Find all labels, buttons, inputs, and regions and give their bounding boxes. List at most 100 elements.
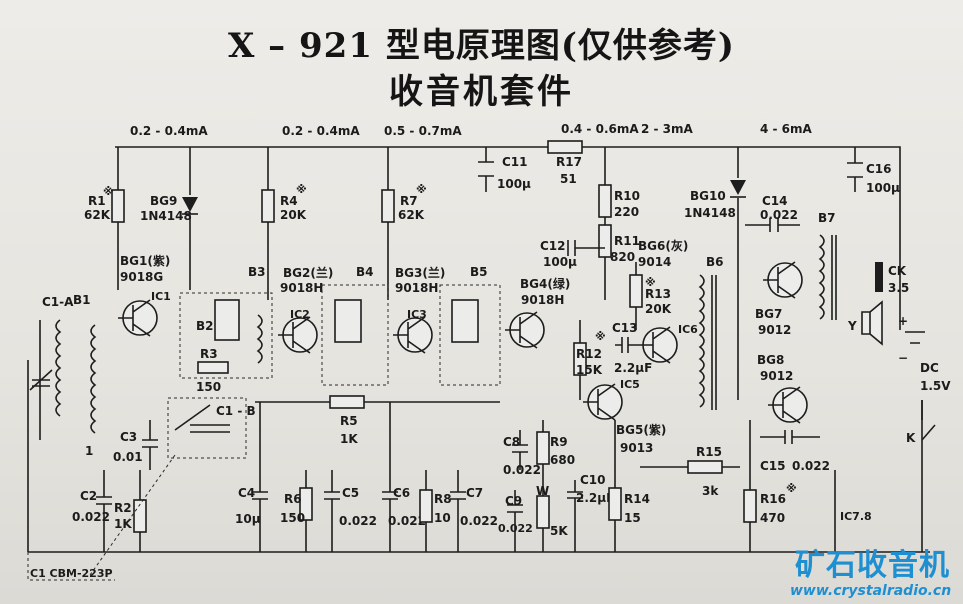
resistor-r4 bbox=[261, 189, 275, 223]
cbm-label: C1 CBM-223P bbox=[30, 567, 113, 580]
r11-label: R11 bbox=[614, 234, 640, 248]
y-label: Y bbox=[847, 319, 857, 333]
bg8-label: BG8 bbox=[757, 353, 784, 367]
r2-label: R2 bbox=[114, 501, 132, 515]
r4-mark: ※ bbox=[296, 183, 307, 196]
bg4-value: 9018H bbox=[521, 293, 564, 307]
c10-label: C10 bbox=[580, 473, 606, 487]
r12-mark: ※ bbox=[595, 330, 606, 343]
ic6-label: IC6 bbox=[678, 323, 698, 336]
r2-value: 1K bbox=[114, 517, 132, 531]
c15-value: 0.022 bbox=[792, 459, 830, 473]
current-label-5: 2 - 3mA bbox=[641, 122, 694, 136]
top-rail bbox=[115, 146, 901, 330]
c9-label: C9 bbox=[505, 494, 522, 508]
tuning-cap-c1b bbox=[167, 397, 247, 459]
c13-value: 2.2μF bbox=[614, 361, 652, 375]
ck-label: CK bbox=[888, 264, 907, 278]
c14-label: C14 bbox=[762, 194, 788, 208]
diagram-subtitle: 收音机套件 bbox=[389, 72, 574, 112]
c1a-label: C1-A bbox=[42, 295, 74, 309]
bg10-value: 1N4148 bbox=[684, 206, 736, 220]
bg5-label: BG5(紫) bbox=[616, 422, 666, 437]
watermark-logo: 矿石收音机 bbox=[795, 548, 950, 583]
ck-value: 3.5 bbox=[888, 281, 909, 295]
bg7-value: 9012 bbox=[758, 323, 791, 337]
resistor-r10 bbox=[598, 184, 612, 218]
b6-label: B6 bbox=[706, 255, 724, 269]
c2-value: 0.022 bbox=[72, 510, 110, 524]
current-label-2: 0.2 - 0.4mA bbox=[282, 124, 360, 138]
bg1-value: 9018G bbox=[120, 270, 163, 284]
r12-value: 15K bbox=[576, 363, 603, 377]
r9-value: 680 bbox=[550, 453, 575, 467]
c2-label: C2 bbox=[80, 489, 97, 503]
bg9-value: 1N4148 bbox=[140, 209, 192, 223]
r16-value: 470 bbox=[760, 511, 785, 525]
c4-value: 10μ bbox=[235, 512, 261, 526]
b2-label: B2 bbox=[196, 319, 214, 333]
r1-mark: ※ bbox=[103, 185, 114, 198]
resistor-r7 bbox=[381, 189, 395, 223]
r15-label: R15 bbox=[696, 445, 722, 459]
r8-label: R8 bbox=[434, 492, 452, 506]
c8-label: C8 bbox=[503, 435, 520, 449]
resistor-r11 bbox=[598, 224, 612, 258]
ic7-label: IC7.8 bbox=[840, 510, 872, 523]
dc-label: DC bbox=[920, 361, 939, 375]
battery-plus: + bbox=[898, 314, 908, 328]
resistor-r8 bbox=[419, 489, 433, 523]
current-label-3: 0.5 - 0.7mA bbox=[384, 124, 462, 138]
bg9-label: BG9 bbox=[150, 194, 177, 208]
r17-value: 51 bbox=[560, 172, 577, 186]
c11-value: 100μ bbox=[497, 177, 531, 191]
b3-label: B3 bbox=[248, 265, 266, 279]
potentiometer-w bbox=[536, 495, 550, 529]
diagram-title: X – 921 型电原理图(仅供参考) bbox=[227, 26, 736, 66]
r12-label: R12 bbox=[576, 347, 602, 361]
resistor-r13 bbox=[629, 274, 643, 308]
r10-value: 220 bbox=[614, 205, 639, 219]
speaker-y bbox=[861, 300, 883, 346]
if-transformer-b4 bbox=[334, 299, 362, 343]
resistor-r12 bbox=[573, 342, 587, 376]
r1-label: R1 bbox=[88, 194, 106, 208]
r14-label: R14 bbox=[624, 492, 650, 506]
w-label: W bbox=[536, 484, 549, 498]
r7-mark: ※ bbox=[416, 183, 427, 196]
r8-value: 10 bbox=[434, 511, 451, 525]
resistor-r16 bbox=[743, 489, 757, 523]
r11-value: 820 bbox=[610, 250, 635, 264]
r13-label: R13 bbox=[645, 287, 671, 301]
bg2-label: BG2(兰) bbox=[283, 265, 333, 280]
bg7-label: BG7 bbox=[755, 307, 782, 321]
current-label-4: 0.4 - 0.6mA bbox=[561, 122, 639, 136]
r3-label: R3 bbox=[200, 347, 218, 361]
r13-value: 20K bbox=[645, 302, 672, 316]
r16-label: R16 bbox=[760, 492, 786, 506]
watermark-url[interactable]: www.crystalradio.cn bbox=[790, 583, 952, 599]
r6-value: 150 bbox=[280, 511, 305, 525]
c8-value: 0.022 bbox=[503, 463, 541, 477]
r17-label: R17 bbox=[556, 155, 582, 169]
c7-value: 0.022 bbox=[460, 514, 498, 528]
resistor-r6 bbox=[299, 487, 313, 521]
r1-value: 62K bbox=[84, 208, 111, 222]
c16-value: 100μ bbox=[866, 181, 900, 195]
bg2-value: 9018H bbox=[280, 281, 323, 295]
r3-value: 150 bbox=[196, 380, 221, 394]
r4-value: 20K bbox=[280, 208, 307, 222]
c7-label: C7 bbox=[466, 486, 483, 500]
bg8-value: 9012 bbox=[760, 369, 793, 383]
k-label: K bbox=[906, 431, 916, 445]
r5-value: 1K bbox=[340, 432, 358, 446]
bg3-value: 9018H bbox=[395, 281, 438, 295]
bg5-value: 9013 bbox=[620, 441, 653, 455]
r9-label: R9 bbox=[550, 435, 568, 449]
r16-mark: ※ bbox=[786, 482, 797, 495]
resistor-r2 bbox=[133, 499, 147, 533]
diode-bg9 bbox=[182, 197, 198, 212]
r14-value: 15 bbox=[624, 511, 641, 525]
